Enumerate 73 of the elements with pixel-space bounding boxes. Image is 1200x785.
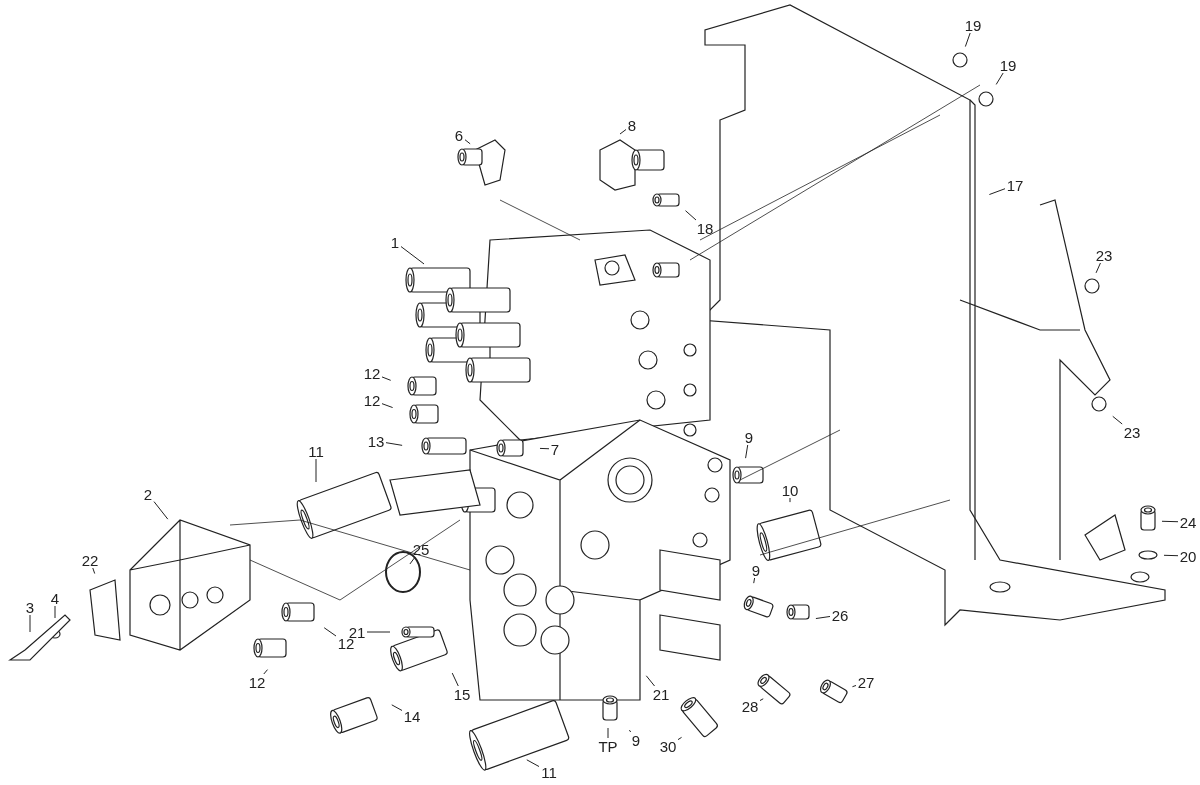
leader-line [263, 669, 268, 675]
leader-line [92, 567, 96, 575]
callout-number: 26 [830, 607, 850, 623]
callout-number: 27 [856, 674, 876, 690]
callout-number: 25 [411, 541, 431, 557]
callout-number: 9 [750, 562, 762, 578]
callout-number: 17 [1005, 177, 1025, 193]
leader-line [684, 210, 697, 221]
callout-number: 12 [362, 392, 382, 408]
callout-number: 10 [780, 482, 800, 498]
callout-number: 24 [1178, 514, 1198, 530]
callout-number: 6 [453, 127, 465, 143]
callout-number: 23 [1122, 424, 1142, 440]
callout-number: 7 [549, 441, 561, 457]
callout-number: 19 [963, 17, 983, 33]
leader-line [789, 497, 791, 503]
leader-line [381, 403, 394, 409]
leader-line [315, 458, 317, 483]
leader-line [409, 556, 416, 565]
callout-number: 8 [626, 117, 638, 133]
leader-line [1112, 415, 1123, 425]
leader-line [677, 736, 683, 741]
leader-line [619, 129, 627, 135]
leader-line [851, 685, 857, 688]
leader-line [451, 672, 459, 687]
leader-line [995, 72, 1004, 85]
leader-line [745, 444, 749, 459]
leader-line [628, 729, 632, 733]
callout-number: 2 [142, 486, 154, 502]
callout-number: 21 [651, 686, 671, 702]
callout-number: 14 [402, 708, 422, 724]
callout-number: 12 [362, 365, 382, 381]
callout-number: 11 [539, 764, 559, 780]
leader-line [464, 139, 471, 145]
leader-line [400, 246, 425, 265]
leader-line [29, 614, 31, 633]
callout-number: 12 [247, 674, 267, 690]
leader-line [1161, 520, 1179, 523]
leader-line [526, 759, 540, 767]
callout-number: 15 [452, 686, 472, 702]
callout-number: 1 [389, 234, 401, 250]
callout-number: 13 [366, 433, 386, 449]
leader-line [385, 442, 403, 446]
leader-line [539, 447, 550, 450]
callout-number: 19 [998, 57, 1018, 73]
callout-number: 28 [740, 698, 760, 714]
callout-number: 21 [347, 624, 367, 640]
callout-number: 9 [743, 429, 755, 445]
leader-line [54, 605, 56, 619]
leader-line [988, 188, 1006, 195]
leader-line [323, 627, 337, 637]
leader-line [645, 675, 656, 687]
leader-line [964, 32, 971, 48]
leader-line [753, 577, 756, 584]
callout-number: 9 [630, 732, 642, 748]
callout-number: 20 [1178, 548, 1198, 564]
callout-number: 22 [80, 552, 100, 568]
callout-number: 23 [1094, 247, 1114, 263]
leader-line [815, 615, 831, 620]
callout-number: 11 [306, 443, 326, 459]
leader-line [153, 501, 169, 520]
leader-line [381, 376, 392, 381]
callout-number: 3 [24, 599, 36, 615]
leader-line [1095, 262, 1101, 274]
leader-line [607, 727, 609, 739]
leader-line [1163, 554, 1179, 557]
callout-number: 30 [658, 738, 678, 754]
leader-line [366, 631, 391, 633]
leader-line [391, 704, 403, 711]
callout-number: 18 [695, 220, 715, 236]
callout-number: TP [598, 738, 618, 754]
callout-number: 4 [49, 590, 61, 606]
leader-line [759, 698, 764, 702]
